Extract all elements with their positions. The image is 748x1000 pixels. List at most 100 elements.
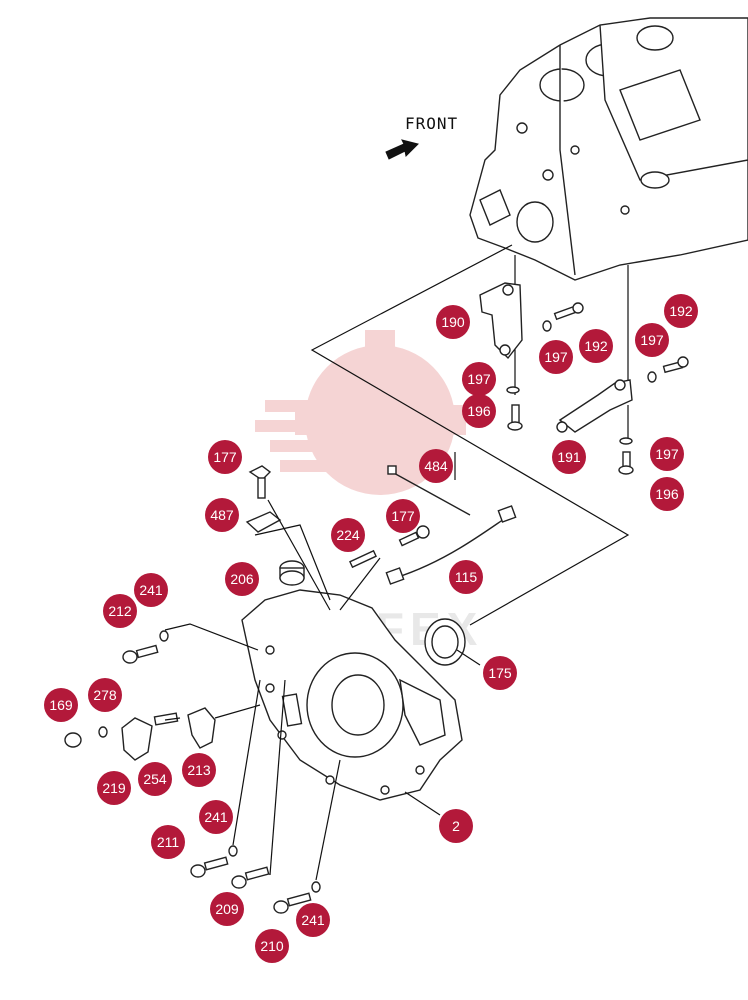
bracket-190 [479, 282, 523, 360]
callout-badge [483, 656, 517, 690]
washer-278 [98, 726, 108, 738]
callout-label: 190 [441, 314, 465, 330]
callout-label: 177 [391, 508, 415, 524]
bolt-210 [273, 892, 312, 914]
callout-197: 197 [650, 437, 684, 471]
callout-badge [650, 477, 684, 511]
bolt-211 [190, 856, 229, 878]
callout-badge [296, 903, 330, 937]
cable-tie-484 [387, 465, 471, 516]
callout-177: 177 [208, 440, 242, 474]
callout-badge [182, 753, 216, 787]
gasket-213 [187, 707, 216, 749]
callout-badge [439, 809, 473, 843]
callout-206: 206 [225, 562, 259, 596]
sensor-254 [153, 712, 179, 726]
callout-badge [103, 594, 137, 628]
washer-197d [619, 437, 633, 445]
callout-badge [579, 329, 613, 363]
washer-197c [506, 386, 520, 394]
callout-197: 197 [539, 340, 573, 374]
callout-219: 219 [97, 771, 131, 805]
callout-209: 209 [210, 892, 244, 926]
callout-label: 484 [424, 458, 448, 474]
nut-169 [64, 732, 82, 748]
bracket-191 [556, 379, 633, 433]
assembly-lines [310, 244, 630, 626]
callout-169: 169 [44, 688, 78, 722]
callout-badge [97, 771, 131, 805]
callout-label: 177 [213, 449, 237, 465]
callout-label: 197 [467, 371, 491, 387]
callout-badge [664, 294, 698, 328]
callout-label: 196 [467, 403, 491, 419]
stud-224 [349, 549, 377, 569]
callout-label: 210 [260, 938, 284, 954]
callout-label: 213 [187, 762, 211, 778]
callout-badge [462, 362, 496, 396]
callout-241: 241 [296, 903, 330, 937]
callout-badge [199, 800, 233, 834]
callout-192: 192 [579, 329, 613, 363]
bolt-209 [231, 866, 270, 889]
callout-badge [210, 892, 244, 926]
plug-206 [279, 560, 305, 586]
callout-label: 175 [488, 665, 512, 681]
watermark-logo [255, 330, 466, 495]
callout-badge [386, 499, 420, 533]
callout-badge [331, 518, 365, 552]
callout-label: 169 [49, 697, 73, 713]
callout-label: 278 [93, 687, 117, 703]
callout-label: 241 [301, 912, 325, 928]
callout-badge [134, 573, 168, 607]
callout-197: 197 [635, 323, 669, 357]
callout-241: 241 [199, 800, 233, 834]
washer-197a [542, 320, 552, 332]
callout-badge [88, 678, 122, 712]
washer-241a [159, 630, 169, 642]
callout-177: 177 [386, 499, 420, 533]
callout-211: 211 [151, 825, 185, 859]
callout-label: 2 [452, 818, 460, 834]
callout-label: 241 [204, 809, 228, 825]
callout-175: 175 [483, 656, 517, 690]
callout-label: 212 [108, 603, 132, 619]
bolt-196a [507, 404, 523, 431]
callout-224: 224 [331, 518, 365, 552]
bolt-192a [553, 302, 584, 321]
bolt-177b [398, 525, 430, 547]
front-label: FRONT [405, 114, 458, 133]
callout-label: 196 [655, 486, 679, 502]
callout-label: 192 [669, 303, 693, 319]
callout-278: 278 [88, 678, 122, 712]
callout-212: 212 [103, 594, 137, 628]
sensor-harness-115 [385, 505, 517, 585]
callout-badge [44, 688, 78, 722]
callout-191: 191 [552, 440, 586, 474]
callout-label: 115 [455, 569, 478, 585]
callout-badge [462, 394, 496, 428]
engine-block [469, 17, 748, 281]
callout-label: 211 [157, 834, 180, 850]
callout-label: 241 [139, 582, 163, 598]
callout-badge [205, 498, 239, 532]
callout-badge [635, 323, 669, 357]
callout-196: 196 [650, 477, 684, 511]
callout-badge [151, 825, 185, 859]
bracket-219 [121, 717, 153, 761]
callout-label: 192 [584, 338, 608, 354]
bolt-177a [248, 465, 272, 499]
washer-241b [228, 845, 238, 857]
callout-badge [539, 340, 573, 374]
washer-241c [311, 881, 321, 893]
callout-241: 241 [134, 573, 168, 607]
oil-seal-175 [424, 618, 466, 666]
callout-badge [225, 562, 259, 596]
callout-badge [449, 560, 483, 594]
leader-lines [164, 499, 481, 881]
callout-2: 2 [439, 809, 473, 843]
front-arrow-icon [385, 139, 419, 160]
washer-197b [647, 371, 657, 383]
